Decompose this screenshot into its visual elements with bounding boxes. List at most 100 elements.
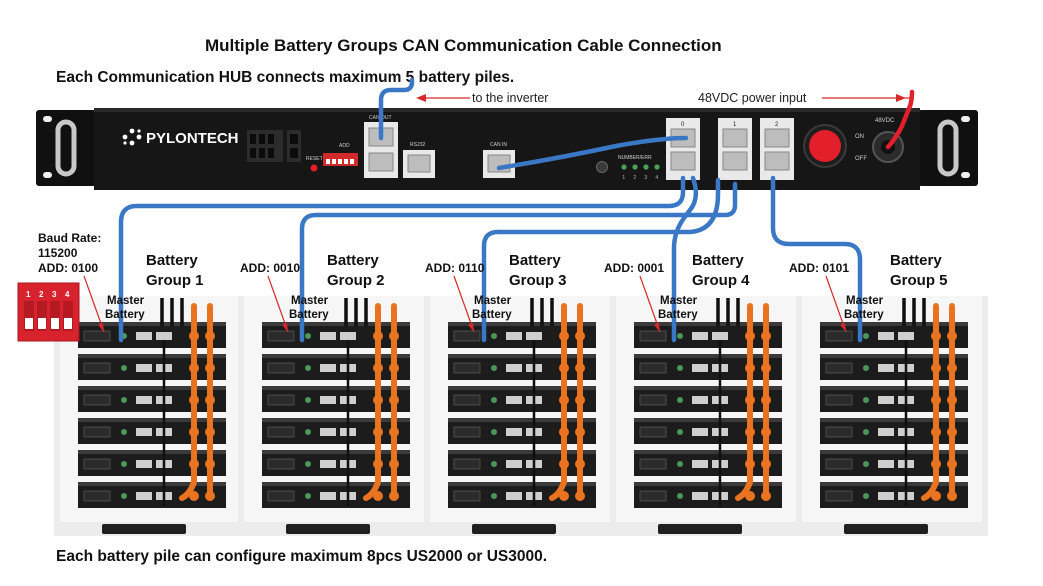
battery-rj45-port [320, 492, 336, 500]
can-cable-hub-bridge [496, 135, 689, 171]
battery-panel [267, 458, 295, 470]
group-name-line2: Group 3 [509, 272, 567, 289]
battery-module-top [262, 322, 410, 326]
battery-panel [267, 362, 295, 374]
group-address: ADD: 0001 [604, 261, 664, 275]
battery-panel [453, 394, 481, 406]
address-arrow-line [825, 275, 847, 333]
battery-rj45-port [136, 332, 152, 340]
battery-status-led [491, 461, 497, 467]
terminal-slot [290, 148, 298, 158]
battery-status-led [305, 397, 311, 403]
hub-left-screw-bottom [43, 172, 52, 178]
can-cable-group5 [770, 175, 863, 343]
dip-key-slot [24, 301, 34, 331]
battery-status-led [863, 333, 869, 339]
orange-power-cable [363, 303, 381, 501]
hub-left-handle [55, 119, 77, 177]
diagram-footer: Each battery pile can configure maximum … [56, 548, 548, 565]
battery-status-led [677, 365, 683, 371]
can-out-port[interactable] [368, 152, 394, 172]
number-led [632, 164, 638, 170]
hub-add-dip-key [344, 159, 348, 164]
can-port-label-top: 1 [733, 122, 737, 128]
battery-status-led [863, 493, 869, 499]
number-led [654, 164, 660, 170]
battery-module-top [820, 418, 968, 422]
battery-rj45-port [898, 332, 914, 340]
battery-panel [825, 394, 853, 406]
can-cable-group4 [671, 175, 699, 343]
battery-rj45-port [878, 332, 894, 340]
can-cables [118, 77, 863, 343]
hub-logo: PYLONTECH [122, 128, 239, 147]
master-label-line2: Battery [658, 309, 698, 321]
battery-status-led [677, 493, 683, 499]
master-label-line1: Master [660, 295, 698, 307]
battery-rj45-port [136, 428, 152, 436]
battery-module-top [262, 450, 410, 454]
group-name-line2: Group 5 [890, 272, 948, 289]
can-in-label: CAN IN [490, 142, 507, 148]
battery-rj45-port [320, 428, 336, 436]
battery-status-led [677, 397, 683, 403]
group-address: ADD: 0100 [38, 261, 98, 275]
number-err-label: NUMBER/ERR [618, 155, 652, 161]
battery-module-top [262, 354, 410, 358]
battery-rj45-port [136, 460, 152, 468]
battery-rj45-port [878, 460, 894, 468]
battery-rj45-port [692, 460, 708, 468]
baud-value: 115200 [38, 246, 78, 260]
number-led-label: 3 [644, 175, 647, 181]
battery-rack-2 [238, 296, 430, 536]
can-port-label-top: 0 [681, 122, 685, 128]
battery-rj45-port [320, 364, 336, 372]
dip-key-number: 3 [52, 290, 57, 299]
group-name-line2: Group 1 [146, 272, 204, 289]
battery-status-led [121, 429, 127, 435]
battery-rack-1 [54, 296, 246, 536]
rs232-port[interactable] [407, 154, 431, 173]
hub-add-dip-key [338, 159, 342, 164]
dip-key-slot [50, 301, 60, 331]
battery-module-top [448, 482, 596, 486]
battery-rj45-port [692, 396, 708, 404]
can-cable-inverter [378, 77, 415, 141]
group-name-line1: Battery [692, 252, 744, 269]
battery-rj45-port [156, 332, 172, 340]
group-address: ADD: 0110 [425, 261, 485, 275]
battery-rj45-port [506, 428, 522, 436]
run-led [596, 161, 608, 173]
battery-rj45-port [712, 332, 728, 340]
battery-module-top [634, 482, 782, 486]
terminal-slot [290, 134, 298, 144]
group-name-line1: Battery [146, 252, 198, 269]
logo-dot [136, 134, 142, 140]
battery-status-led [491, 365, 497, 371]
battery-module-top [634, 450, 782, 454]
hub-right-screw-bottom [961, 172, 970, 178]
terminal-slot [250, 148, 256, 158]
hub-left-ear [36, 110, 96, 186]
battery-status-led [491, 429, 497, 435]
battery-module-top [448, 386, 596, 390]
battery-status-led [305, 365, 311, 371]
reset-button[interactable] [310, 164, 318, 172]
hub-terminal-block [247, 130, 301, 162]
callout-arrows [416, 92, 913, 106]
dip-key-number: 4 [65, 290, 70, 299]
dip-key [51, 318, 59, 329]
power-switch[interactable] [809, 130, 841, 162]
master-label-line2: Battery [289, 309, 329, 321]
battery-status-led [305, 461, 311, 467]
battery-panel [267, 330, 295, 342]
master-label-line2: Battery [844, 309, 884, 321]
orange-power-cable [921, 303, 939, 501]
terminal-slot [250, 134, 256, 144]
can-port-label-bottom: 5 [775, 184, 779, 190]
battery-panel [453, 490, 481, 502]
battery-module-top [78, 482, 226, 486]
